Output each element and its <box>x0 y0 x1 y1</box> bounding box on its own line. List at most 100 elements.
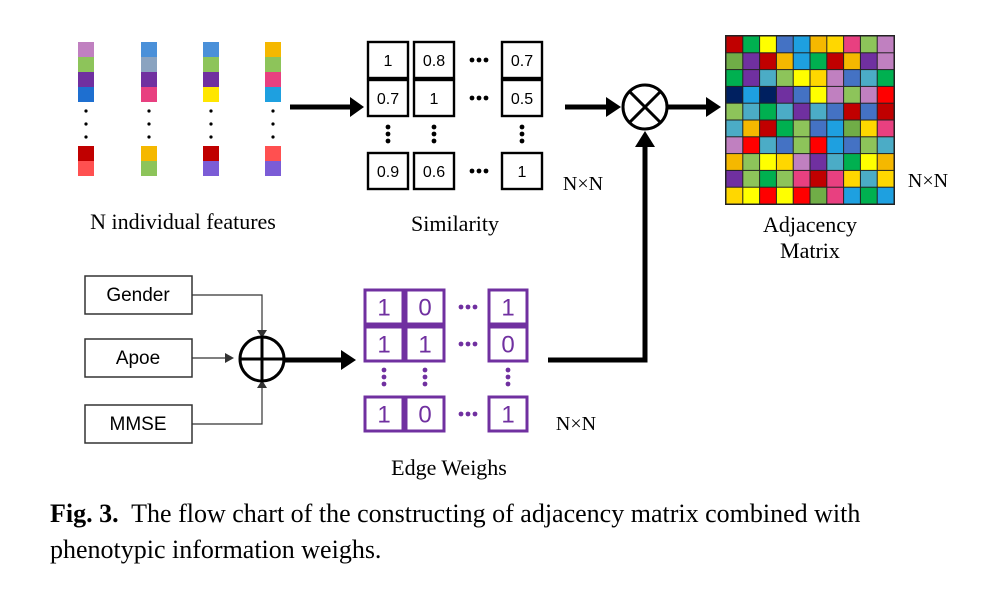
mmse-label: MMSE <box>110 414 167 435</box>
similarity-vdot <box>431 138 437 144</box>
adjacency-cell <box>726 103 743 120</box>
adjacency-cell <box>793 154 810 170</box>
feature-cell <box>78 161 94 176</box>
adjacency-cell <box>860 70 877 86</box>
adjacency-cell <box>860 86 877 103</box>
similarity-cell <box>500 151 544 191</box>
adjacency-cell <box>793 187 810 204</box>
similarity-value: 0.7 <box>377 91 399 108</box>
similarity-cell <box>366 151 410 191</box>
edge-weight-ellipsis-dot <box>458 341 464 347</box>
adjacency-cell <box>793 86 810 103</box>
adjacency-cell <box>743 154 760 170</box>
adjacency-cell <box>776 187 793 204</box>
phenotype-boxes: Gender Apoe MMSE <box>84 275 193 444</box>
adjacency-cell <box>860 53 877 70</box>
similarity-value: 0.7 <box>511 53 533 70</box>
figure-label: Fig. 3. <box>50 499 119 528</box>
adjacency-cell <box>844 170 860 187</box>
edge-weight-value: 1 <box>377 295 390 322</box>
adjacency-cell <box>793 137 810 154</box>
feature-cell <box>265 72 281 87</box>
adjacency-cell <box>877 70 894 86</box>
gender-label: Gender <box>106 285 170 306</box>
similarity-ellipsis-dot <box>469 57 475 63</box>
feature-cell <box>203 146 219 161</box>
feature-dot <box>84 109 88 113</box>
feature-dot <box>147 122 151 126</box>
adjacency-cell <box>776 137 793 154</box>
adjacency-cell <box>743 70 760 86</box>
edge-weight-vdot <box>505 374 511 380</box>
feature-cell <box>203 57 219 72</box>
adjacency-cell <box>793 70 810 86</box>
adjacency-cell <box>827 120 844 137</box>
adjacency-cell <box>810 170 827 187</box>
adjacency-cell <box>760 86 776 103</box>
adjacency-cell <box>776 120 793 137</box>
feature-cell <box>265 42 281 57</box>
adjacency-cell <box>810 53 827 70</box>
edge-weight-value: 1 <box>501 402 514 429</box>
adjacency-cell <box>827 187 844 204</box>
adjacency-cell <box>877 53 894 70</box>
adjacency-cell <box>776 70 793 86</box>
feature-cell <box>203 87 219 102</box>
feature-cell <box>265 146 281 161</box>
feature-cell <box>141 146 157 161</box>
adjacency-cell <box>860 103 877 120</box>
similarity-label: Similarity <box>411 211 499 236</box>
adjacency-cell <box>776 53 793 70</box>
adjacency-cell <box>793 120 810 137</box>
edge-weight-value: 1 <box>377 402 390 429</box>
edge-weight-vdot <box>422 381 428 387</box>
adjacency-cell <box>844 154 860 170</box>
arrow-head-multiply <box>606 97 621 117</box>
adjacency-cell <box>810 103 827 120</box>
adjacency-cell <box>844 53 860 70</box>
adjacency-cell <box>793 53 810 70</box>
adjacency-label-line1: Adjacency <box>763 212 857 237</box>
caption-text: The flow chart of the constructing of ad… <box>50 499 861 564</box>
similarity-cell <box>500 40 544 80</box>
arrow-head-similarity <box>350 97 364 117</box>
edge-weight-value: 1 <box>501 295 514 322</box>
similarity-ellipsis-dot <box>476 168 482 174</box>
edge-weight-ellipsis-dot <box>472 304 478 310</box>
adjacency-cell <box>793 103 810 120</box>
feature-dot <box>209 109 213 113</box>
edge-weight-vdot <box>381 374 387 380</box>
similarity-value: 0.6 <box>423 164 445 181</box>
edge-weight-cell <box>487 395 529 433</box>
similarity-cell <box>500 78 544 118</box>
adjacency-cell <box>844 86 860 103</box>
adjacency-cell <box>726 154 743 170</box>
adjacency-cell <box>776 103 793 120</box>
edge-weight-cell <box>363 395 405 433</box>
similarity-vdot <box>519 124 525 130</box>
adjacency-cell <box>760 187 776 204</box>
feature-dot <box>84 135 88 139</box>
similarity-value: 0.9 <box>377 164 399 181</box>
similarity-cell <box>412 151 456 191</box>
feature-dot <box>84 122 88 126</box>
edge-weight-cell <box>404 288 446 326</box>
feature-dot <box>209 135 213 139</box>
adjacency-cell <box>760 53 776 70</box>
feature-cell <box>141 57 157 72</box>
figure-caption: Fig. 3. The flow chart of the constructi… <box>50 496 980 568</box>
adjacency-cell <box>743 86 760 103</box>
adjacency-cell <box>760 120 776 137</box>
adjacency-cell <box>844 103 860 120</box>
adjacency-cell <box>860 187 877 204</box>
similarity-value: 1 <box>430 91 439 108</box>
similarity-value: 0.8 <box>423 53 445 70</box>
feature-cell <box>265 161 281 176</box>
adjacency-cell <box>877 154 894 170</box>
adjacency-cell <box>726 53 743 70</box>
feature-cell <box>141 87 157 102</box>
adjacency-cell <box>776 170 793 187</box>
adjacency-cell <box>827 170 844 187</box>
adjacency-cell <box>860 36 877 53</box>
